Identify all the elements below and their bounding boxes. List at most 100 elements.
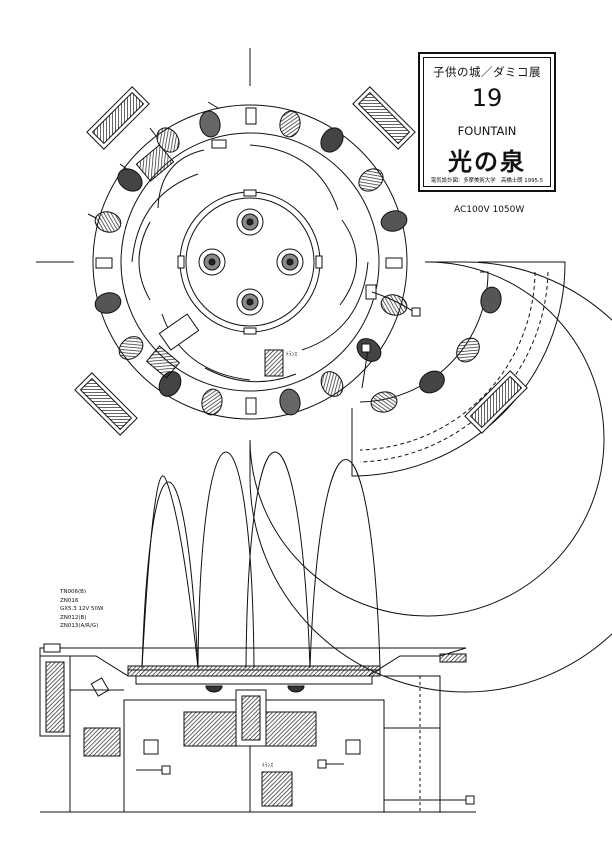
swirl-arc <box>301 261 369 351</box>
lamp-fixture <box>287 685 305 693</box>
swirl-arc <box>131 173 199 263</box>
right-step <box>384 675 441 728</box>
equipment-item: TN006(B) <box>60 589 87 595</box>
louver-box <box>352 86 416 150</box>
fixture <box>43 643 61 653</box>
fixture <box>90 677 110 697</box>
title-block-frame: 子供の城／ダミコ展 19 FOUNTAIN 光の泉 電気設計図：多摩美術大学 高… <box>423 57 551 187</box>
connector <box>243 327 257 335</box>
lamp <box>279 388 301 416</box>
pump-core-inner <box>241 695 261 741</box>
swirl-arc <box>161 313 251 381</box>
lamp <box>358 168 384 192</box>
right-cabinet <box>383 727 441 813</box>
lamp <box>370 391 398 413</box>
swirl-arc <box>157 149 205 209</box>
transformer-label-plan: ﾄﾗﾝｽ <box>286 352 298 358</box>
title-english: FOUNTAIN <box>457 124 517 138</box>
equipment-item: ZN012(B) <box>60 614 87 621</box>
transformer-box <box>264 349 284 377</box>
equipment-item: GX5.3 12V 50W <box>60 606 104 612</box>
lamp <box>380 210 408 232</box>
nozzle <box>236 288 264 316</box>
connector <box>385 257 403 269</box>
lamp <box>320 127 344 153</box>
extension-ring-outer <box>351 261 566 477</box>
equipment-item: ZN013(A/R/G) <box>60 623 99 629</box>
swirl-arc <box>339 219 357 306</box>
right-box <box>439 653 467 663</box>
title-block: 子供の城／ダミコ展 19 FOUNTAIN 光の泉 電気設計図：多摩美術大学 高… <box>418 52 556 192</box>
swirl-arc <box>138 221 151 301</box>
left-inner <box>45 661 65 733</box>
nozzle-group <box>198 208 304 316</box>
center-basin-inner <box>185 197 315 327</box>
water-arc <box>245 451 311 669</box>
junction-box <box>365 284 377 300</box>
marker <box>149 127 157 137</box>
nozzle <box>236 208 264 236</box>
louver-box <box>464 370 528 434</box>
water-arc <box>309 459 381 669</box>
outer-ring-outline <box>249 261 612 693</box>
lamp <box>117 168 143 192</box>
louver-boxes <box>74 86 528 436</box>
outer-ring-inner-edge <box>249 261 605 617</box>
lamp-fixture <box>205 685 223 693</box>
transformer <box>135 144 175 182</box>
outlet-box <box>345 739 361 755</box>
plug <box>361 343 371 353</box>
lamp <box>158 371 182 397</box>
swirl-arc <box>249 144 339 211</box>
power-cord <box>361 349 369 389</box>
basin-shelf <box>135 675 373 685</box>
exhibit-number: 19 <box>471 84 503 112</box>
mid-ring-inner <box>120 132 380 392</box>
outlet-box <box>143 739 159 755</box>
marker <box>119 163 129 171</box>
water-arc <box>141 481 199 669</box>
lamp <box>320 371 344 397</box>
lamp <box>201 388 223 416</box>
title-japanese: 光の泉 <box>448 148 526 176</box>
marker <box>207 101 219 109</box>
equipment-item: ZN016 <box>60 597 79 604</box>
plug <box>411 307 421 317</box>
junction-box <box>158 313 200 351</box>
plan-equipment <box>87 101 421 389</box>
basin-rim <box>127 665 381 677</box>
lamp <box>456 337 480 363</box>
transformer-label-elevation: ﾄﾗﾝｽ <box>262 763 274 769</box>
lamp <box>94 292 122 314</box>
connector <box>177 255 185 269</box>
connector <box>245 397 257 415</box>
water-arc <box>197 451 255 669</box>
lamp <box>279 110 301 138</box>
power-cord <box>371 291 415 313</box>
equipment-list: TN006(B) ZN016 GX5.3 12V 50W ZN012(B) ZN… <box>60 588 103 631</box>
exhibition-name: 子供の城／ダミコ展 <box>433 65 541 79</box>
extension-dashed-path <box>359 271 536 451</box>
marker <box>87 213 97 219</box>
swirl-arc <box>204 367 297 383</box>
connector <box>245 107 257 125</box>
drain-box <box>261 771 293 807</box>
power-rating: AC100V 1050W <box>454 205 525 215</box>
connector <box>315 255 323 269</box>
transformer <box>145 345 181 379</box>
lamp <box>94 211 122 233</box>
plug <box>161 765 171 775</box>
nozzle <box>198 248 226 276</box>
water-arc <box>141 475 199 669</box>
connector <box>95 257 113 269</box>
credit-line: 電気設計図：多摩美術大学 高橋士朗 1995.5 <box>430 178 544 184</box>
lamp <box>199 110 221 138</box>
lamp <box>118 336 144 360</box>
junction-box <box>211 139 227 149</box>
lamp <box>419 370 445 394</box>
plug <box>465 795 475 805</box>
plug <box>317 759 327 769</box>
lamp <box>480 286 502 314</box>
